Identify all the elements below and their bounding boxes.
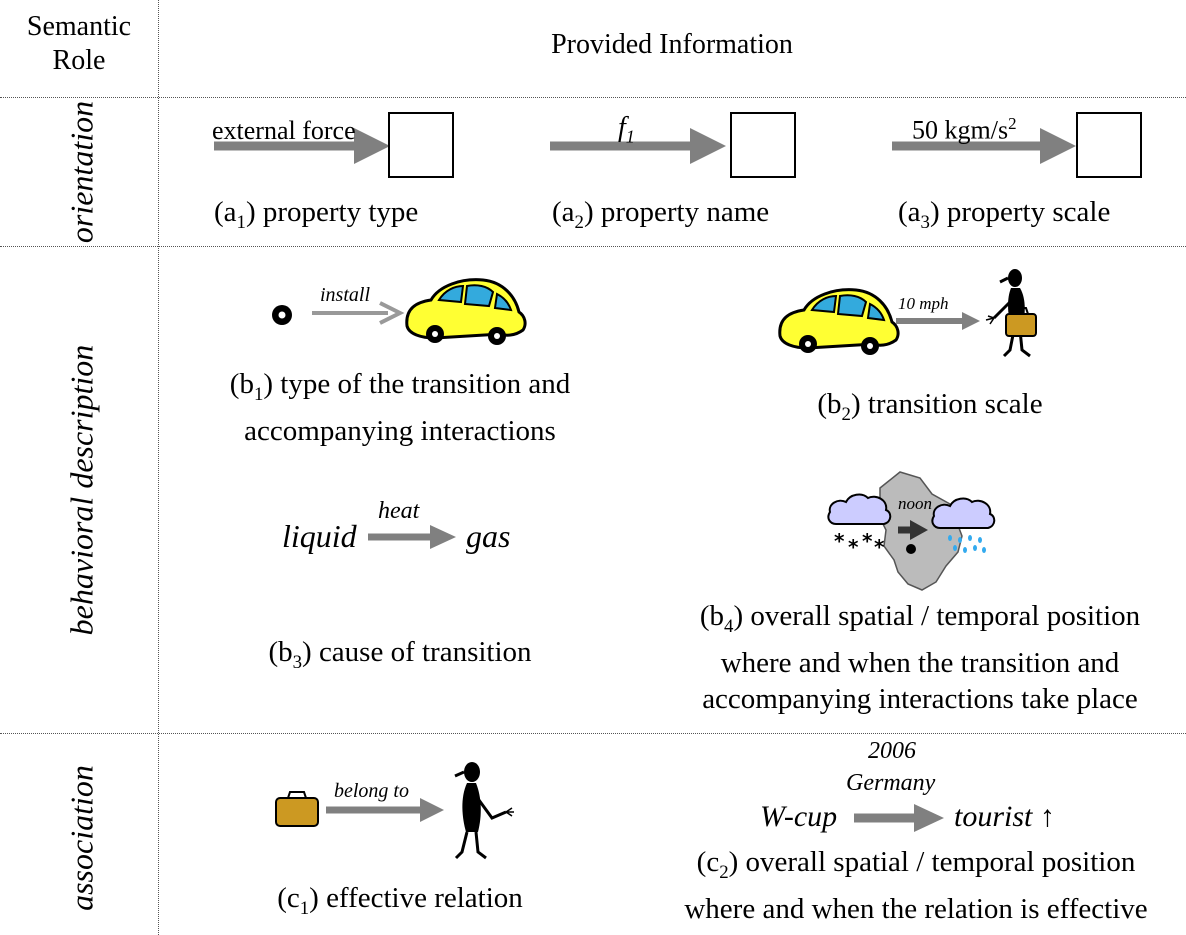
a2-target-box <box>730 112 796 178</box>
c1-caption: (c1) effective relation <box>277 882 523 919</box>
a1-caption: (a1) property type <box>214 196 419 233</box>
b3-caption: (b3) cause of transition <box>268 636 532 673</box>
c2-place-label: Germany <box>846 770 936 796</box>
b3-right-term: gas <box>466 518 511 554</box>
header-separator <box>0 97 1186 98</box>
column-separator <box>158 0 159 935</box>
b4-arrow-label: noon <box>898 494 932 513</box>
b4-caption-line1: (b4) overall spatial / temporal position <box>699 600 1141 637</box>
c2-left-term: W-cup <box>760 800 838 833</box>
svg-text:*: * <box>848 535 859 559</box>
tire-icon <box>272 305 292 325</box>
b2-arrow-label: 10 mph <box>898 294 949 313</box>
b4-caption-line2: where and when the transition and <box>720 646 1120 679</box>
b3-left-term: liquid <box>282 518 357 554</box>
a2-arrow-label: f1 <box>618 112 635 147</box>
a1-arrow-label: external force <box>212 116 356 145</box>
a2-caption: (a2) property name <box>552 196 770 233</box>
svg-text:*: * <box>834 529 845 553</box>
a3-target-box <box>1076 112 1142 178</box>
a3-arrow-label: 50 kgm/s2 <box>912 114 1017 145</box>
a3-caption: (a3) property scale <box>898 196 1111 233</box>
b1-arrow-label: install <box>320 284 371 306</box>
c2-caption-line1: (c2) overall spatial / temporal position <box>696 846 1136 883</box>
header-semantic-role: Semantic Role <box>0 10 158 78</box>
c2-right-term: tourist ↑ <box>954 800 1055 833</box>
suitcase-icon <box>275 791 319 827</box>
person-icon <box>454 762 514 860</box>
b1-caption-line2: accompanying interactions <box>244 414 556 447</box>
car-icon <box>405 278 527 345</box>
person-with-suitcase-icon <box>985 269 1037 358</box>
car-icon-b2 <box>778 288 900 355</box>
a1-target-box <box>388 112 454 178</box>
b3-arrow-label: heat <box>378 498 420 524</box>
rain-cloud-icon <box>931 497 996 553</box>
location-dot <box>906 544 916 554</box>
b1-caption-line1: (b1) type of the transition and <box>229 368 571 405</box>
svg-text:*: * <box>874 535 885 559</box>
b1-caption: (b1) type of the transition and accompan… <box>200 366 600 449</box>
row-separator-1 <box>0 246 1186 247</box>
header-provided-information: Provided Information <box>551 29 793 60</box>
c1-arrow-label: belong to <box>334 780 409 802</box>
c2-time-label: 2006 <box>868 738 916 764</box>
c2-caption-line2: where and when the relation is effective <box>684 892 1148 925</box>
svg-text:*: * <box>862 529 873 553</box>
header-col1-line2: Role <box>52 45 106 76</box>
b2-caption: (b2) transition scale <box>817 388 1043 425</box>
c2-caption: (c2) overall spatial / temporal position… <box>656 844 1176 927</box>
b4-caption-line3: accompanying interactions take place <box>702 682 1138 715</box>
header-col1-line1: Semantic <box>26 11 132 42</box>
row-separator-2 <box>0 733 1186 734</box>
snow-cloud-icon: * * * * <box>827 493 892 559</box>
b4-caption: (b4) overall spatial / temporal position… <box>660 598 1180 717</box>
